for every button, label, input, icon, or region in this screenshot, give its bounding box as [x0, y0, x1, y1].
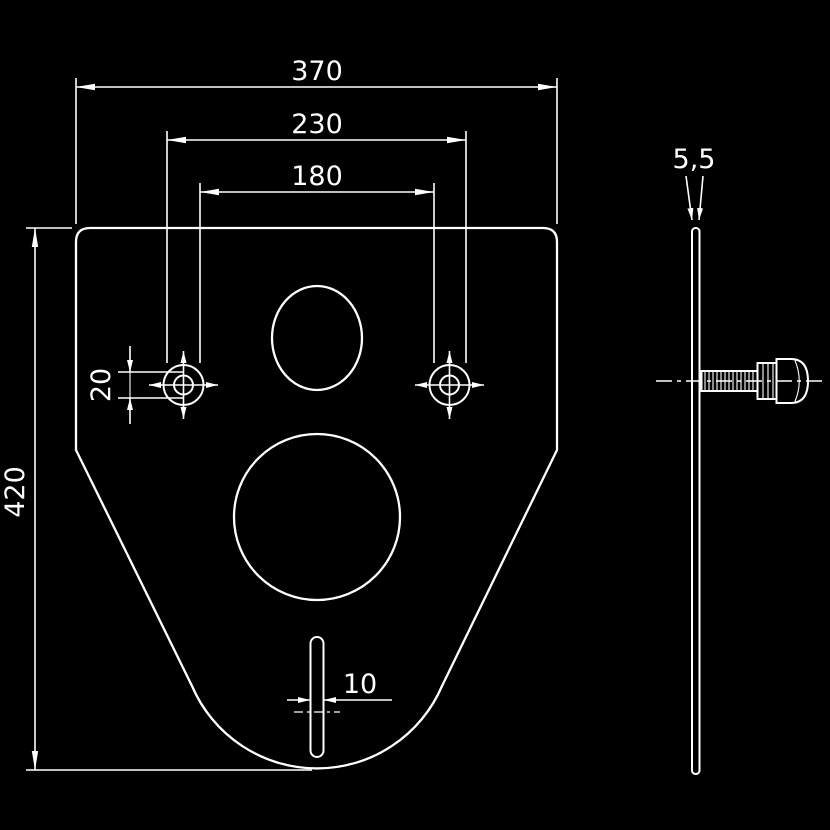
bolt-collar-ribs [762, 364, 774, 398]
front-view [74, 226, 559, 770]
dim-5-5-label: 5,5 [673, 144, 716, 175]
side-view: 5,5 [656, 144, 824, 775]
upper-hole [270, 284, 364, 392]
side-plate-profile [691, 227, 701, 775]
bottom-slot [309, 636, 325, 758]
bolt-hole-left [149, 351, 218, 419]
fastener-bolt [700, 358, 810, 404]
dim-5-5: 5,5 [673, 144, 716, 221]
dim-20-label: 20 [86, 368, 117, 402]
lower-hole [232, 432, 402, 602]
bolt-thread-hatch [704, 372, 754, 390]
dim-370-label: 370 [291, 56, 343, 87]
dim-230-label: 230 [291, 109, 343, 140]
dim-5-5-leader-right [697, 175, 704, 221]
dim-10-label: 10 [343, 669, 377, 700]
dim-230: 230 [166, 109, 467, 363]
dimensions-front: 370 230 180 420 [0, 56, 558, 771]
dim-420-label: 420 [0, 466, 31, 518]
plate-outline [74, 226, 559, 770]
dim-10: 10 [287, 669, 392, 703]
bolt-hole-right [415, 351, 484, 419]
dim-180: 180 [199, 161, 435, 363]
dim-180-label: 180 [291, 161, 343, 192]
dim-370: 370 [75, 56, 558, 224]
bolt-dome-inner-curve [794, 360, 800, 402]
dim-20: 20 [86, 346, 183, 424]
dim-420: 420 [0, 227, 312, 771]
dim-5-5-leader-left [685, 175, 694, 221]
bolt-dome-head [775, 358, 810, 404]
